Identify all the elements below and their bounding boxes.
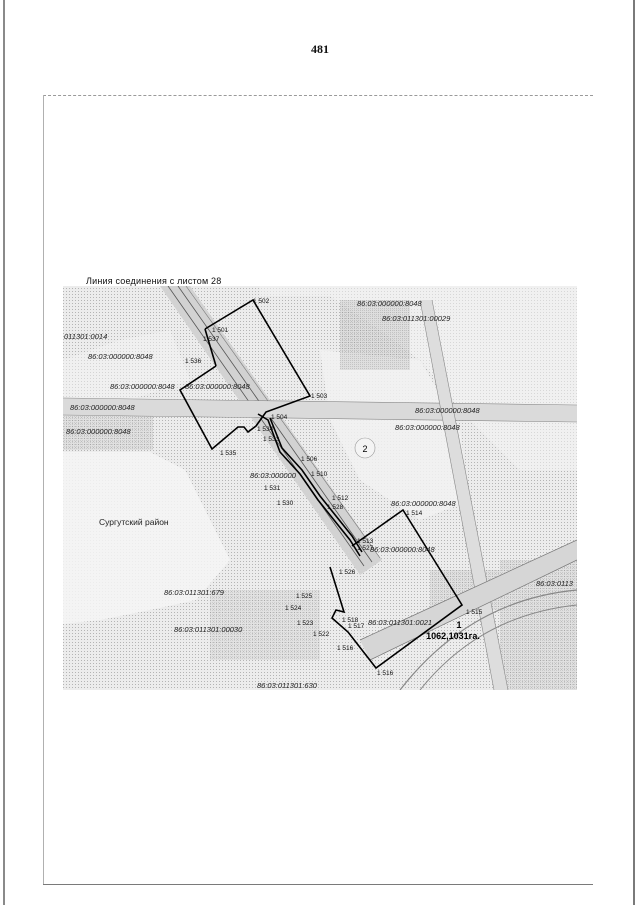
- point-label: 1 510: [311, 471, 328, 478]
- area-value: 1062,1031га.: [426, 631, 480, 641]
- map-connection-line-title: Линия соединения с листом 28: [86, 276, 222, 286]
- parcel-code: 86:03:0113: [536, 579, 574, 588]
- area-parcel-number: 1: [456, 620, 461, 630]
- parcel-code: 86:03:000000:8048: [66, 427, 131, 436]
- zone-label: 2: [362, 444, 367, 454]
- point-label: 1 503: [311, 393, 328, 400]
- point-label: 1 515: [466, 609, 483, 616]
- point-label: 1 513: [357, 538, 374, 545]
- point-label: 1 527: [357, 545, 374, 552]
- parcel-code: 86:03:011301:630: [257, 681, 318, 690]
- point-label: 1 514: [406, 510, 423, 517]
- frame-left-border: [43, 95, 44, 885]
- frame-top-border: [43, 95, 593, 96]
- point-label: 1 537: [203, 336, 220, 343]
- point-label: 1 512: [332, 495, 349, 502]
- point-label: 1 502: [253, 298, 270, 305]
- point-label: 1 531: [264, 485, 281, 492]
- map-base-layer: [63, 286, 577, 690]
- point-label: 1 524: [285, 605, 302, 612]
- scan-edge-right: [633, 0, 635, 905]
- page-number: 481: [311, 42, 329, 56]
- parcel-code: 86:03:000000: [250, 471, 297, 480]
- parcel-code: 86:03:000000:8048: [395, 423, 460, 432]
- parcel-code: 86:03:000000:8048: [70, 403, 135, 412]
- point-label: 1 525: [296, 593, 313, 600]
- parcel-boundary: [178, 298, 464, 670]
- point-label: 1 535: [220, 450, 237, 457]
- parcel-code: 86:03:000000:8048: [110, 382, 175, 391]
- point-label: 1 516: [377, 670, 394, 677]
- parcel-code: 86:03:000000:8048: [185, 382, 250, 391]
- parcel-code: 86:03:000000:8048: [88, 352, 153, 361]
- point-label: 1 523: [297, 620, 314, 627]
- parcel-code: 011301:0014: [64, 332, 107, 341]
- point-label: 1 518: [342, 617, 359, 624]
- district-label: Сургутский район: [99, 517, 169, 527]
- point-label: 1 536: [185, 358, 202, 365]
- point-label: 1 530: [277, 500, 294, 507]
- parcel-code: 86:03:000000:8048: [370, 545, 435, 554]
- parcel-code: 86:03:011301:0021: [368, 618, 432, 627]
- point-label: 1 528: [327, 504, 344, 511]
- parcel-codes: 86:03:000000:8048 86:03:011301:00029 011…: [64, 299, 574, 690]
- parcel-code: 86:03:011301:00030: [174, 625, 243, 634]
- point-label: 1 533: [263, 436, 280, 443]
- point-label: 1 506: [301, 456, 318, 463]
- point-label: 1 516: [337, 645, 354, 652]
- frame-bottom-border: [43, 884, 593, 885]
- parcel-code: 86:03:011301:679: [164, 588, 225, 597]
- parcel-code: 86:03:011301:00029: [382, 314, 451, 323]
- point-label: 1 504: [271, 414, 288, 421]
- parcel-code: 86:03:000000:8048: [415, 406, 480, 415]
- point-label: 1 526: [339, 569, 356, 576]
- point-label: 1 534: [257, 426, 274, 433]
- point-label: 1 517: [348, 623, 365, 630]
- zone-circle: [354, 437, 376, 459]
- point-label: 1 501: [212, 327, 229, 334]
- parcel-code: 86:03:000000:8048: [391, 499, 456, 508]
- scan-edge-left: [3, 0, 5, 905]
- parcel-code: 86:03:000000:8048: [357, 299, 422, 308]
- point-label: 1 522: [313, 631, 330, 638]
- survey-points: 1 502 1 501 1 537 1 536 1 503 1 504 1 53…: [185, 298, 483, 677]
